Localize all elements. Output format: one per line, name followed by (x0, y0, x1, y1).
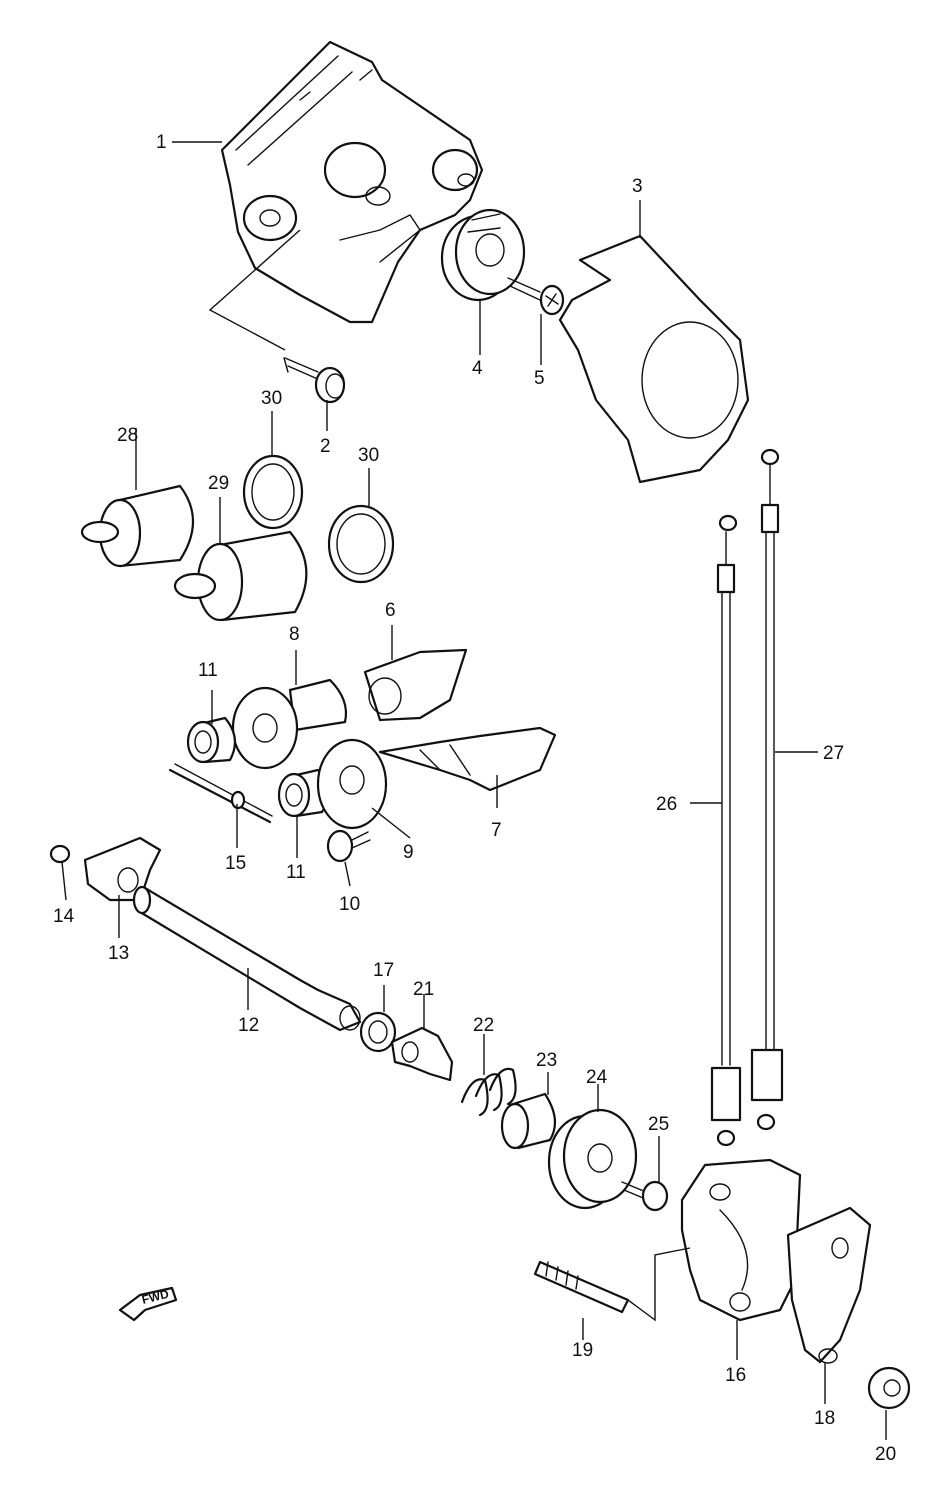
part-26-cable (710, 514, 742, 1147)
part-20-nut (867, 1366, 911, 1410)
part-12-shaft (132, 885, 362, 1032)
part-29-cylinder (173, 530, 308, 622)
callout-28: 28 (117, 425, 138, 446)
fwd-arrow: FWD (118, 1287, 178, 1322)
part-13-lever (83, 836, 162, 902)
callout-2: 2 (320, 436, 331, 457)
part-1-housing (220, 40, 484, 324)
callout-30a: 30 (261, 388, 282, 409)
callout-7: 7 (491, 820, 502, 841)
callout-10: 10 (339, 894, 360, 915)
part-30-ring-a (242, 454, 304, 530)
callout-labels: 1 2 3 4 5 6 7 8 9 10 11 11 12 13 14 15 1… (53, 132, 896, 1465)
part-5-screw (507, 277, 565, 316)
part-8-shaft-drum (231, 678, 348, 770)
callout-3: 3 (632, 176, 643, 197)
part-21-plate (390, 1026, 454, 1082)
callout-5: 5 (534, 368, 545, 389)
callout-9: 9 (403, 842, 414, 863)
callout-27: 27 (823, 743, 844, 764)
part-4-pulley (440, 208, 526, 302)
part-23-bushing (500, 1092, 557, 1150)
leader-lines (61, 141, 887, 1440)
part-6-lever (363, 648, 468, 722)
part-18-clamp (786, 1206, 872, 1364)
callout-20: 20 (875, 1444, 896, 1465)
part-10-screw (326, 829, 371, 863)
callout-4: 4 (472, 358, 483, 379)
part-7-arm (378, 726, 557, 792)
callout-23: 23 (536, 1050, 557, 1071)
part-9-drum (316, 738, 388, 830)
callout-15: 15 (225, 853, 246, 874)
part-27-cable (750, 448, 784, 1131)
callout-24: 24 (586, 1067, 608, 1088)
callout-19: 19 (572, 1340, 593, 1361)
callout-12: 12 (238, 1015, 259, 1036)
part-14-nut (49, 844, 71, 864)
fwd-label: FWD (140, 1287, 170, 1307)
callout-29: 29 (208, 473, 229, 494)
part-17-washer (359, 1011, 397, 1053)
callout-8: 8 (289, 624, 300, 645)
callout-11a: 11 (198, 660, 218, 681)
part-3-cover (558, 234, 750, 484)
callout-22: 22 (473, 1015, 494, 1036)
callout-1: 1 (156, 132, 167, 153)
callout-17: 17 (373, 960, 394, 981)
part-15-pin (168, 763, 273, 824)
callout-6: 6 (385, 600, 396, 621)
part-28-cylinder (80, 484, 195, 568)
part-30-ring-b (327, 504, 395, 584)
callout-18: 18 (814, 1408, 835, 1429)
callout-14: 14 (53, 906, 75, 927)
callout-21: 21 (413, 979, 434, 1000)
part-24-pulley (547, 1108, 638, 1210)
part-22-spring (460, 1067, 517, 1117)
part-11-bushing-a (186, 716, 237, 764)
callout-30b: 30 (358, 445, 379, 466)
callout-16: 16 (725, 1365, 746, 1386)
callout-13: 13 (108, 943, 129, 964)
part-19-stud (533, 1247, 691, 1322)
part-16-bracket (680, 1158, 802, 1322)
callout-11b: 11 (286, 862, 306, 883)
part-2-bolt (283, 357, 346, 404)
callout-26: 26 (656, 794, 677, 815)
part-25-screw (621, 1180, 669, 1212)
callout-25: 25 (648, 1114, 669, 1135)
